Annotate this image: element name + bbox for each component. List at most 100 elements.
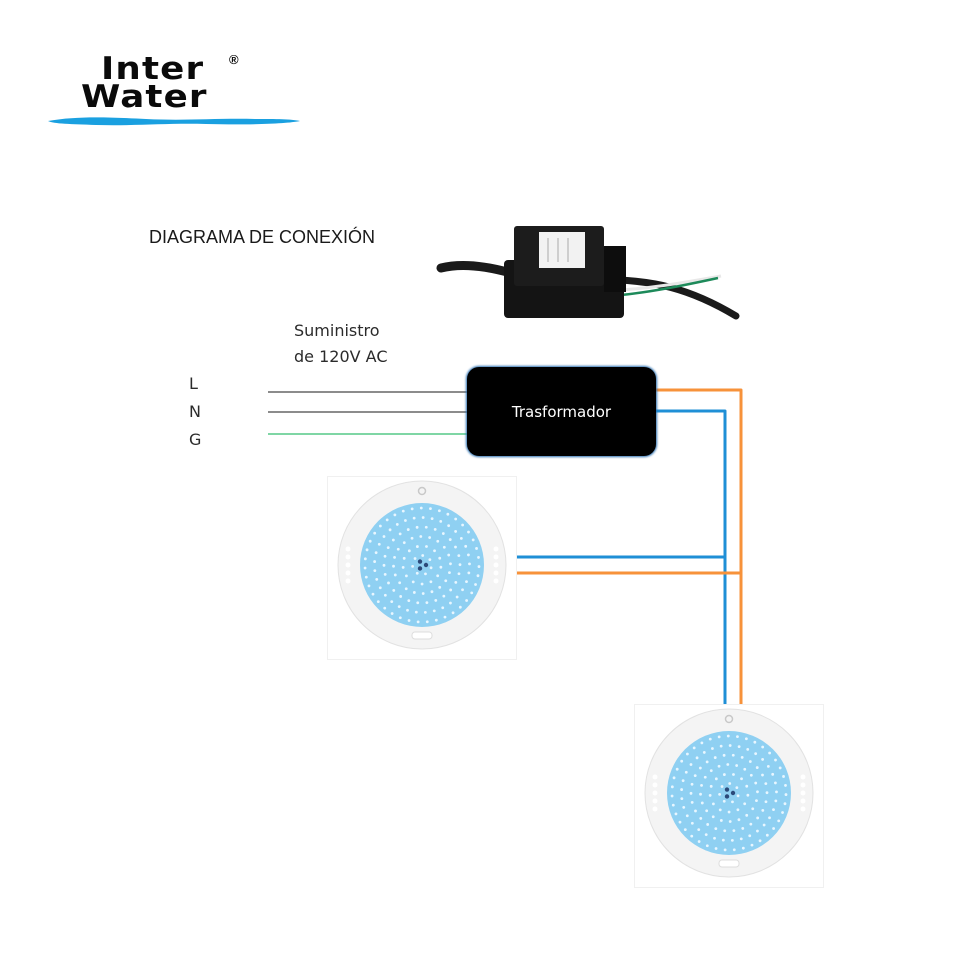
led-dot	[756, 790, 759, 794]
led-dot	[391, 538, 395, 542]
led-dot	[420, 582, 424, 586]
led-dot	[680, 797, 684, 801]
led-dot	[464, 544, 468, 548]
led-dot	[402, 556, 406, 560]
led-dot	[432, 609, 436, 613]
led-dot	[706, 823, 710, 826]
led-dot	[711, 815, 715, 819]
led-dot	[454, 545, 457, 549]
led-dot	[378, 586, 382, 590]
led-dot	[720, 785, 724, 788]
led-dot	[754, 781, 758, 785]
led-dot	[675, 767, 679, 771]
led-dot	[438, 585, 442, 589]
led-dot	[421, 554, 425, 557]
led-dot	[728, 782, 732, 785]
led-dot	[714, 847, 718, 850]
led-dot	[743, 767, 747, 771]
led-dot	[690, 801, 694, 804]
led-dot	[371, 592, 375, 596]
led-dot	[746, 747, 750, 751]
led-dot	[388, 528, 392, 532]
led-dot	[755, 766, 759, 769]
led-dot	[382, 535, 386, 538]
led-dot	[730, 838, 734, 842]
led-dot	[373, 569, 377, 573]
led-dot	[723, 829, 727, 833]
led-dot	[401, 509, 405, 513]
led-dot	[404, 587, 408, 591]
led-dot	[728, 744, 732, 747]
led-dot	[678, 820, 682, 824]
led-dot	[377, 542, 381, 546]
led-dot	[735, 764, 739, 767]
led-dot	[433, 527, 437, 531]
led-dot	[758, 839, 762, 843]
led-dot	[700, 801, 704, 805]
led-dot	[685, 814, 689, 818]
led-dot	[416, 620, 420, 624]
led-dot	[411, 565, 415, 568]
led-dot	[692, 746, 696, 750]
led-dot	[771, 772, 775, 776]
led-dot	[393, 555, 396, 559]
led-dot	[697, 840, 701, 843]
led-dot	[750, 843, 754, 847]
led-dot	[386, 546, 390, 550]
led-dot	[429, 566, 433, 570]
led-dot	[441, 532, 445, 535]
led-dot	[465, 599, 468, 602]
transformer-label: Trasformador	[511, 402, 612, 421]
led-dot	[434, 599, 438, 602]
led-dot	[458, 605, 462, 609]
led-dot	[722, 753, 726, 757]
led-dot	[714, 777, 718, 781]
led-dot	[741, 827, 745, 830]
led-dot	[736, 735, 739, 739]
led-dot	[680, 788, 684, 791]
led-dot	[761, 758, 765, 761]
led-dot	[712, 802, 715, 806]
led-dot	[700, 783, 703, 787]
led-dot	[454, 530, 458, 533]
led-dot	[732, 848, 736, 852]
led-dot	[430, 517, 434, 520]
led-dot	[433, 549, 436, 553]
led-dot	[407, 599, 411, 603]
led-dot	[419, 535, 423, 538]
led-dot	[718, 808, 722, 812]
registered-mark: ®	[229, 52, 239, 67]
led-dot	[455, 595, 459, 599]
led-dot	[754, 752, 758, 756]
led-dot	[444, 579, 448, 583]
led-dot	[708, 737, 712, 741]
led-dot	[383, 593, 387, 597]
led-dot	[778, 766, 782, 770]
led-dot	[739, 837, 743, 841]
led-dot	[741, 846, 745, 850]
led-dot	[373, 531, 377, 535]
led-dot	[442, 545, 446, 549]
led-dot	[670, 785, 674, 789]
led-dot	[439, 565, 443, 569]
led-dot	[413, 557, 417, 560]
led-dot	[751, 807, 755, 811]
led-dot	[690, 834, 694, 838]
led-dot	[697, 828, 701, 832]
led-dot	[398, 532, 402, 536]
led-dot	[671, 803, 675, 807]
led-dot	[399, 595, 403, 598]
led-dot	[454, 580, 458, 584]
led-dot	[448, 571, 451, 575]
led-dot	[467, 571, 471, 575]
logo-text-water: Water	[81, 79, 208, 115]
led-dot	[672, 776, 676, 780]
led-dot	[383, 606, 387, 610]
led-dot	[745, 784, 749, 788]
led-dot	[425, 601, 429, 605]
led-dot	[702, 751, 706, 754]
led-dot	[711, 747, 714, 750]
led-dot	[708, 793, 712, 797]
supply-line-2: de 120V AC	[294, 347, 388, 366]
led-dot	[365, 548, 369, 552]
